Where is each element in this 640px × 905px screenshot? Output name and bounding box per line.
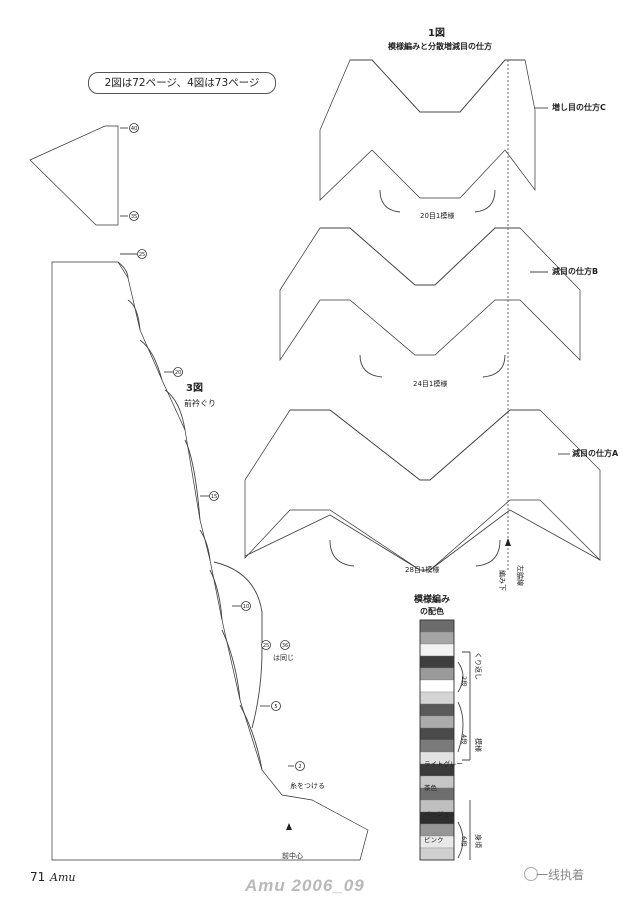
row-marker-35: 35 xyxy=(120,211,139,221)
color-chart: 模様編み の配色 ライトグレー 茶色 ベージュ ピンク くり返し 2段 4段 6… xyxy=(414,593,483,861)
body-label: 身頃 xyxy=(474,834,483,848)
rows-2-label: 2段 xyxy=(460,676,469,687)
row-marker-10: 10 xyxy=(232,601,251,611)
color-stripes xyxy=(419,619,455,861)
repeat-label-b: 24目1模様 xyxy=(413,379,447,388)
attach-yarn-label: 糸をつける xyxy=(290,781,325,790)
fig3-row-markers: 40 35 25 20 15 10 5 2 xyxy=(120,123,305,771)
repeat-label-a: 28目1模様 xyxy=(405,565,439,574)
color-stripe xyxy=(419,727,455,741)
magazine-name: Amu xyxy=(50,871,76,884)
rows-4-label: 4段 xyxy=(460,734,469,745)
fig3-subtitle: 前衿ぐり xyxy=(184,398,216,408)
panel-increase-c: 20目1模様 増し目の仕方C xyxy=(319,59,606,220)
panel-decrease-a: 28目1模様 減目の仕方A xyxy=(244,409,619,574)
row-marker-25: 25 xyxy=(120,249,147,259)
color-stripe xyxy=(419,715,455,729)
svg-text:5: 5 xyxy=(274,704,277,710)
credit-label: 一线执着 xyxy=(536,868,585,882)
row-marker-15: 15 xyxy=(200,491,219,501)
color-stripe xyxy=(419,823,455,837)
svg-text:35: 35 xyxy=(131,214,137,220)
panel-decrease-b: 24目1模様 減目の仕方B xyxy=(279,227,598,388)
bottom-label: 編み下 xyxy=(498,570,507,591)
color-stripe xyxy=(419,655,455,669)
color-stripe xyxy=(419,739,455,753)
svg-text:10: 10 xyxy=(243,604,249,610)
color-chart-title: 模様編み xyxy=(414,593,450,605)
color-stripe xyxy=(419,643,455,657)
fig3-title: 3図 xyxy=(186,382,203,394)
color-stripe xyxy=(419,691,455,705)
row-marker-20: 20 xyxy=(164,367,183,377)
color-stripe xyxy=(419,667,455,681)
front-center-label: 前中心 xyxy=(282,851,303,860)
label-decrease-a: 減目の仕方A xyxy=(572,448,619,458)
color-stripe xyxy=(419,679,455,693)
svg-text:25: 25 xyxy=(263,643,269,649)
color-light-gray: ライトグレー xyxy=(424,759,463,768)
row-marker-5: 5 xyxy=(260,701,281,711)
color-beige: ベージュ xyxy=(424,810,449,818)
svg-text:25: 25 xyxy=(139,252,145,258)
side-line-label: 左脇線 xyxy=(516,565,525,586)
color-stripe xyxy=(419,631,455,645)
fig3-neckline-chart xyxy=(29,125,369,861)
color-pink: ピンク xyxy=(424,836,444,844)
svg-text:40: 40 xyxy=(131,126,137,132)
svg-text:15: 15 xyxy=(211,494,217,500)
fig1-subtitle: 模様編みと分散増減目の仕方 xyxy=(388,41,492,51)
svg-text:20: 20 xyxy=(175,370,181,376)
label-increase-c: 増し目の仕方C xyxy=(552,102,606,112)
repeat-label: くり返し xyxy=(474,652,482,680)
same-rows-note: は同じ xyxy=(273,654,294,662)
fig1-chart: 1図 模様編みと分散増減目の仕方 20目1模様 増し目の仕方C 24目1模様 減… xyxy=(244,27,619,591)
wechat-icon xyxy=(524,867,538,881)
color-chart-subtitle: の配色 xyxy=(420,606,444,616)
color-stripe xyxy=(419,619,455,633)
svg-text:2: 2 xyxy=(298,764,301,770)
color-stripe xyxy=(419,847,455,861)
page-number: 71 xyxy=(30,870,46,884)
color-brown: 茶色 xyxy=(424,783,438,792)
header-note: 2図は72ページ、4図は73ページ xyxy=(88,72,276,94)
label-decrease-b: 減目の仕方B xyxy=(552,266,598,276)
pattern-label: 模様 xyxy=(474,738,483,752)
fig3-labels: 3図 前衿ぐり 25 36 は同じ 糸をつける 前中心 xyxy=(184,382,325,860)
front-center-arrow xyxy=(286,823,292,830)
range-marker-36: 36 xyxy=(280,640,290,650)
color-stripe xyxy=(419,703,455,717)
repeat-label-c: 20目1模様 xyxy=(420,211,454,220)
row-marker-40: 40 xyxy=(120,123,139,133)
range-marker-25: 25 xyxy=(261,640,271,650)
issue-watermark: Amu 2006_09 xyxy=(245,876,365,895)
row-marker-2: 2 xyxy=(288,761,305,771)
fig1-title: 1図 xyxy=(428,27,445,39)
rows-6-label: 6段 xyxy=(460,836,469,847)
svg-text:36: 36 xyxy=(282,643,288,649)
